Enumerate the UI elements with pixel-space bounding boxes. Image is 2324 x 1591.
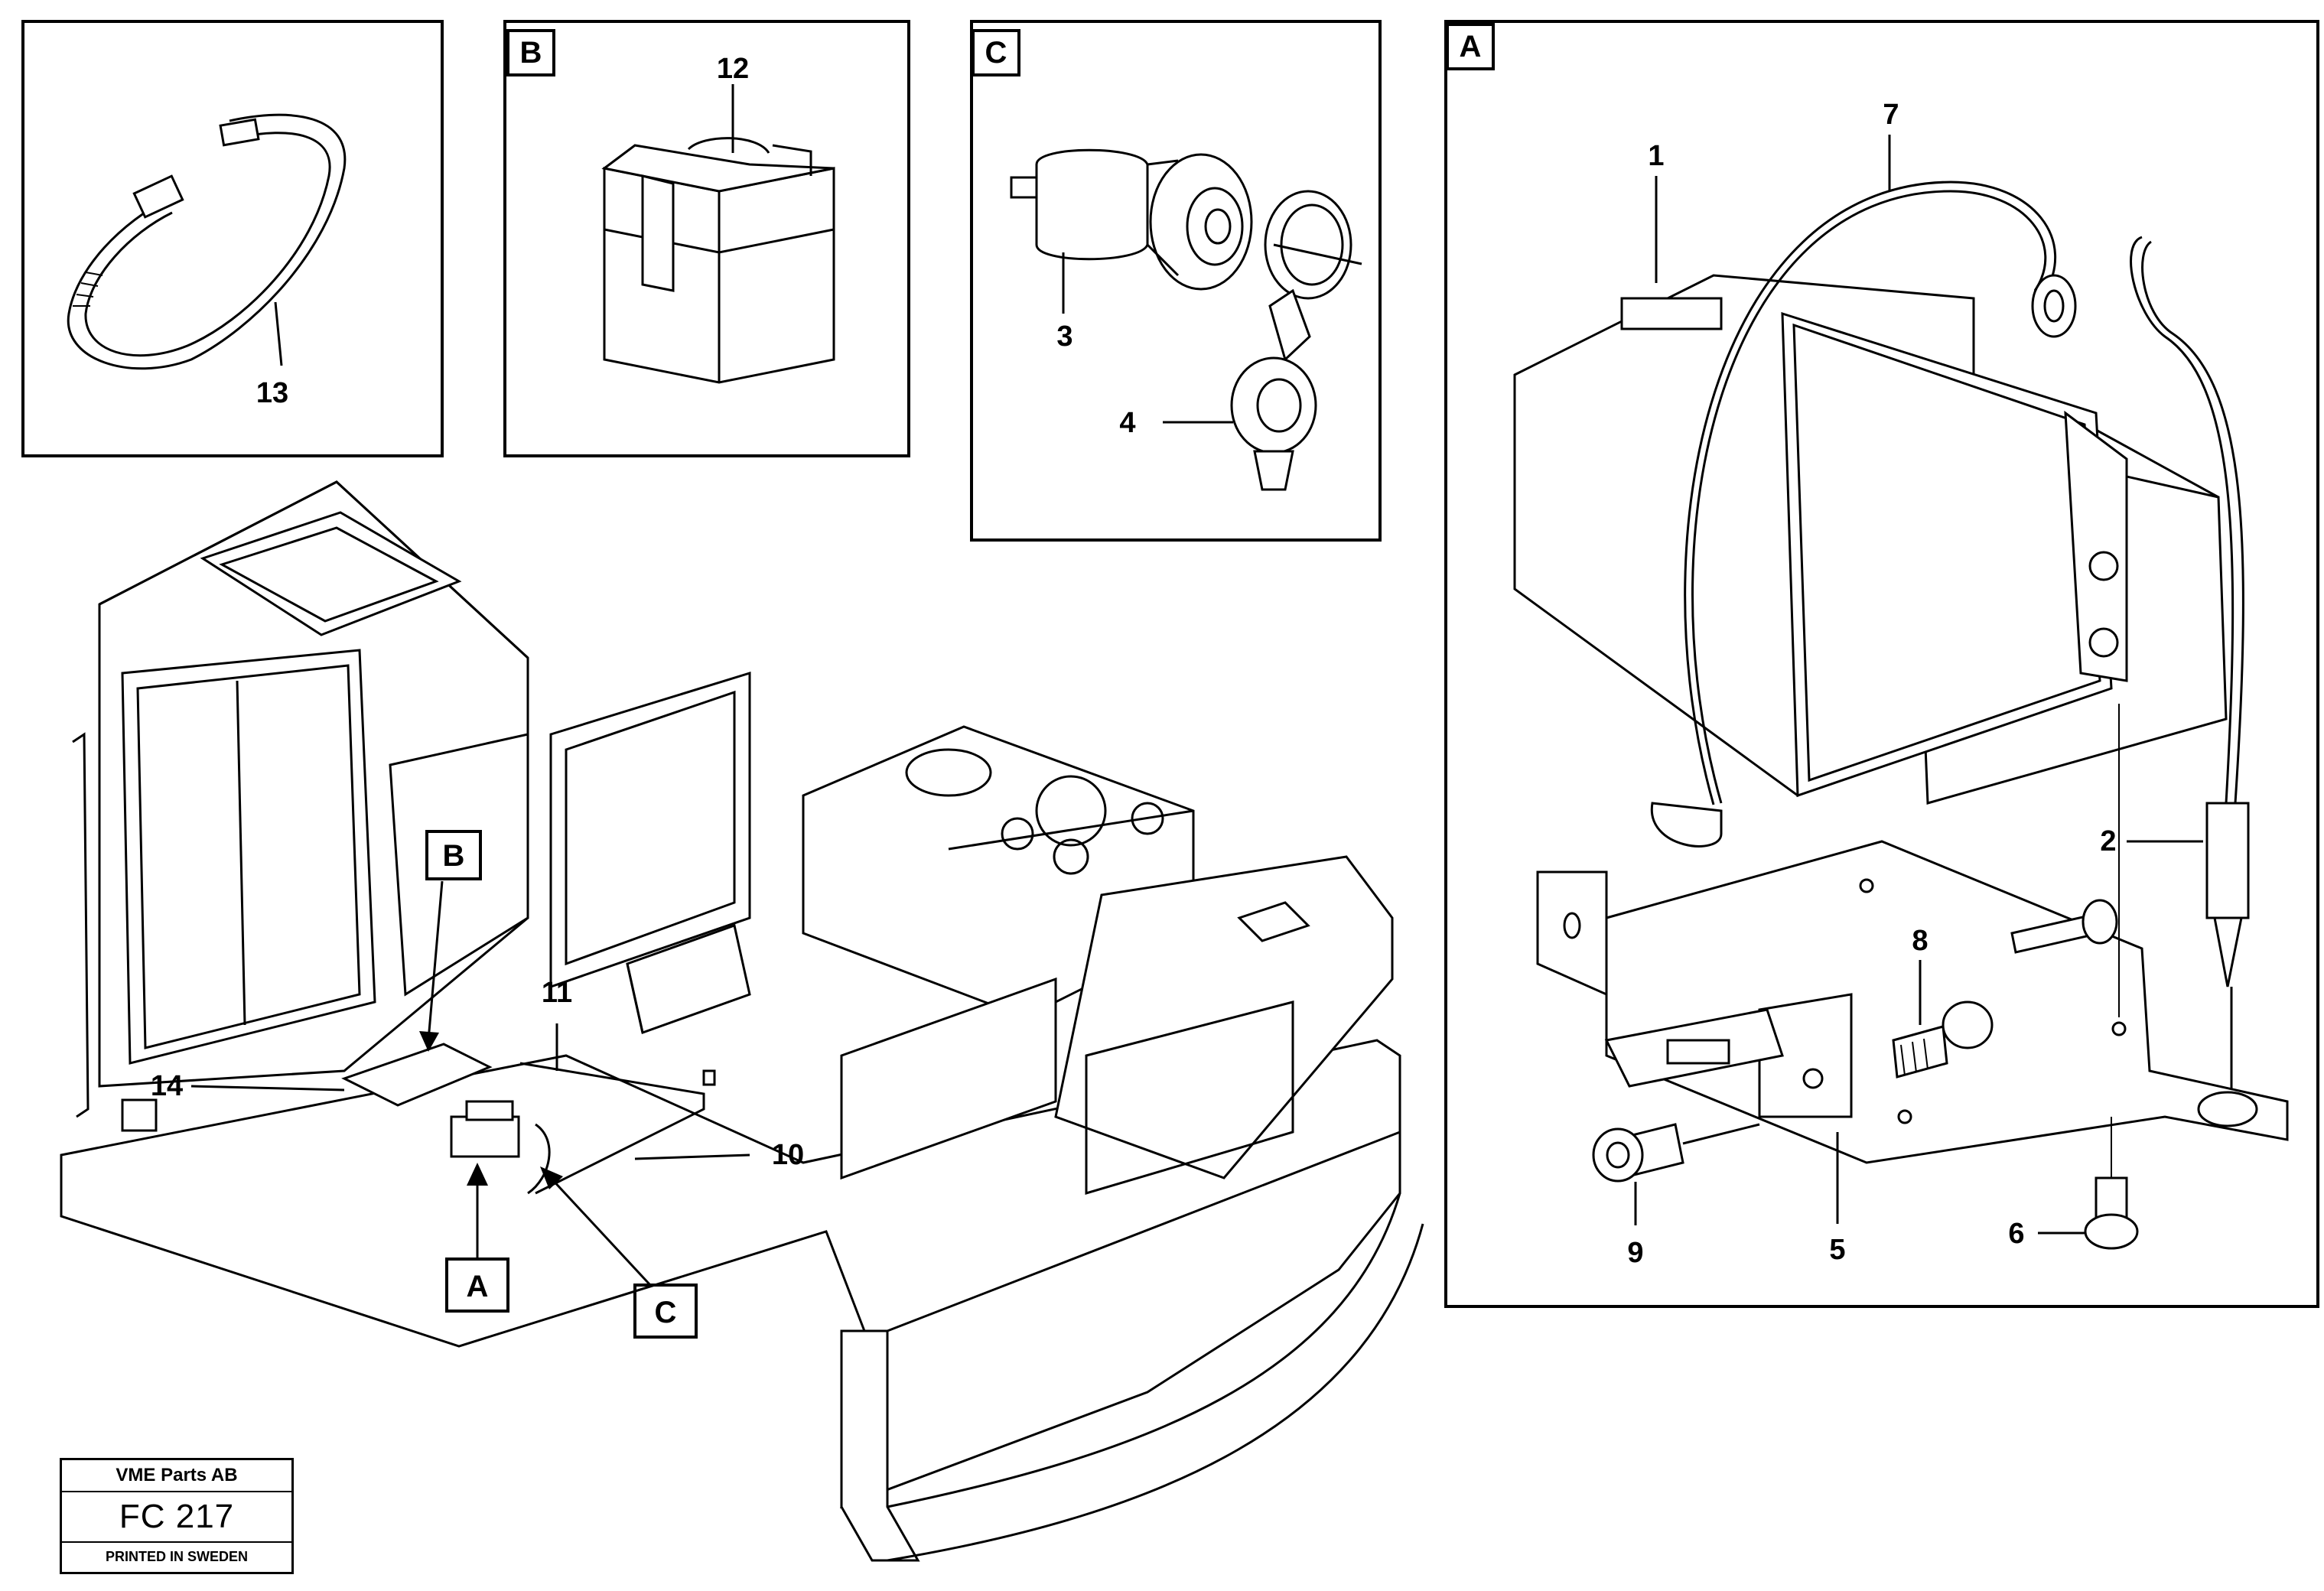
excavator-main-view: 14 11 10 B A C [60,480,1424,1562]
callout-9: 9 [1627,1237,1643,1269]
company-name: VME Parts AB [62,1460,291,1492]
detail-letter-b: B [520,36,542,70]
screw-6 [2084,1176,2139,1250]
relay-illustration [601,137,835,384]
engine-hood [626,725,1394,1196]
detail-box-b: B 12 [503,20,910,457]
cable-7 [1691,190,2047,804]
detail-ref-b: B [443,839,465,873]
detail-ref-c: C [655,1296,677,1329]
callout-5: 5 [1829,1234,1845,1266]
callout-12: 12 [717,53,749,85]
cable-tie-illustration [67,113,347,370]
callout-8: 8 [1912,925,1928,957]
detail-box-a: A [1444,20,2319,1308]
callout-2: 2 [2100,825,2116,857]
callout-7: 7 [1883,99,1899,131]
screw-8 [1892,1000,1994,1079]
figure-number: FC 217 [62,1492,291,1543]
callout-10: 10 [772,1139,804,1171]
mounting-bracket [1536,840,2289,1164]
callout-6: 6 [2008,1218,2024,1250]
callout-1: 1 [1648,140,1664,172]
callout-3: 3 [1056,320,1072,353]
detail-box-c: C 3 4 [970,20,1382,542]
socket-location [450,1115,520,1158]
cap-illustration [1230,190,1362,491]
callout-13: 13 [256,377,288,409]
relay-location [341,1043,493,1107]
detail-ref-a: A [467,1270,489,1303]
detail-letter-c: C [985,36,1007,70]
cab [72,480,751,1132]
detail-box-cable-tie: 13 [21,20,444,457]
detail-letter-a: A [1460,30,1482,63]
fuse-box-illustration [1513,274,2228,805]
cable-2 [2130,236,2234,804]
callout-4: 4 [1119,407,1135,439]
nut-9 [1592,1123,1684,1183]
socket-illustration [1010,148,1253,291]
printed-note: PRINTED IN SWEDEN [105,1549,248,1564]
title-block: VME Parts AB FC 217 PRINTED IN SWEDEN [60,1458,294,1574]
callout-11: 11 [542,977,572,1009]
callout-14: 14 [151,1070,183,1102]
